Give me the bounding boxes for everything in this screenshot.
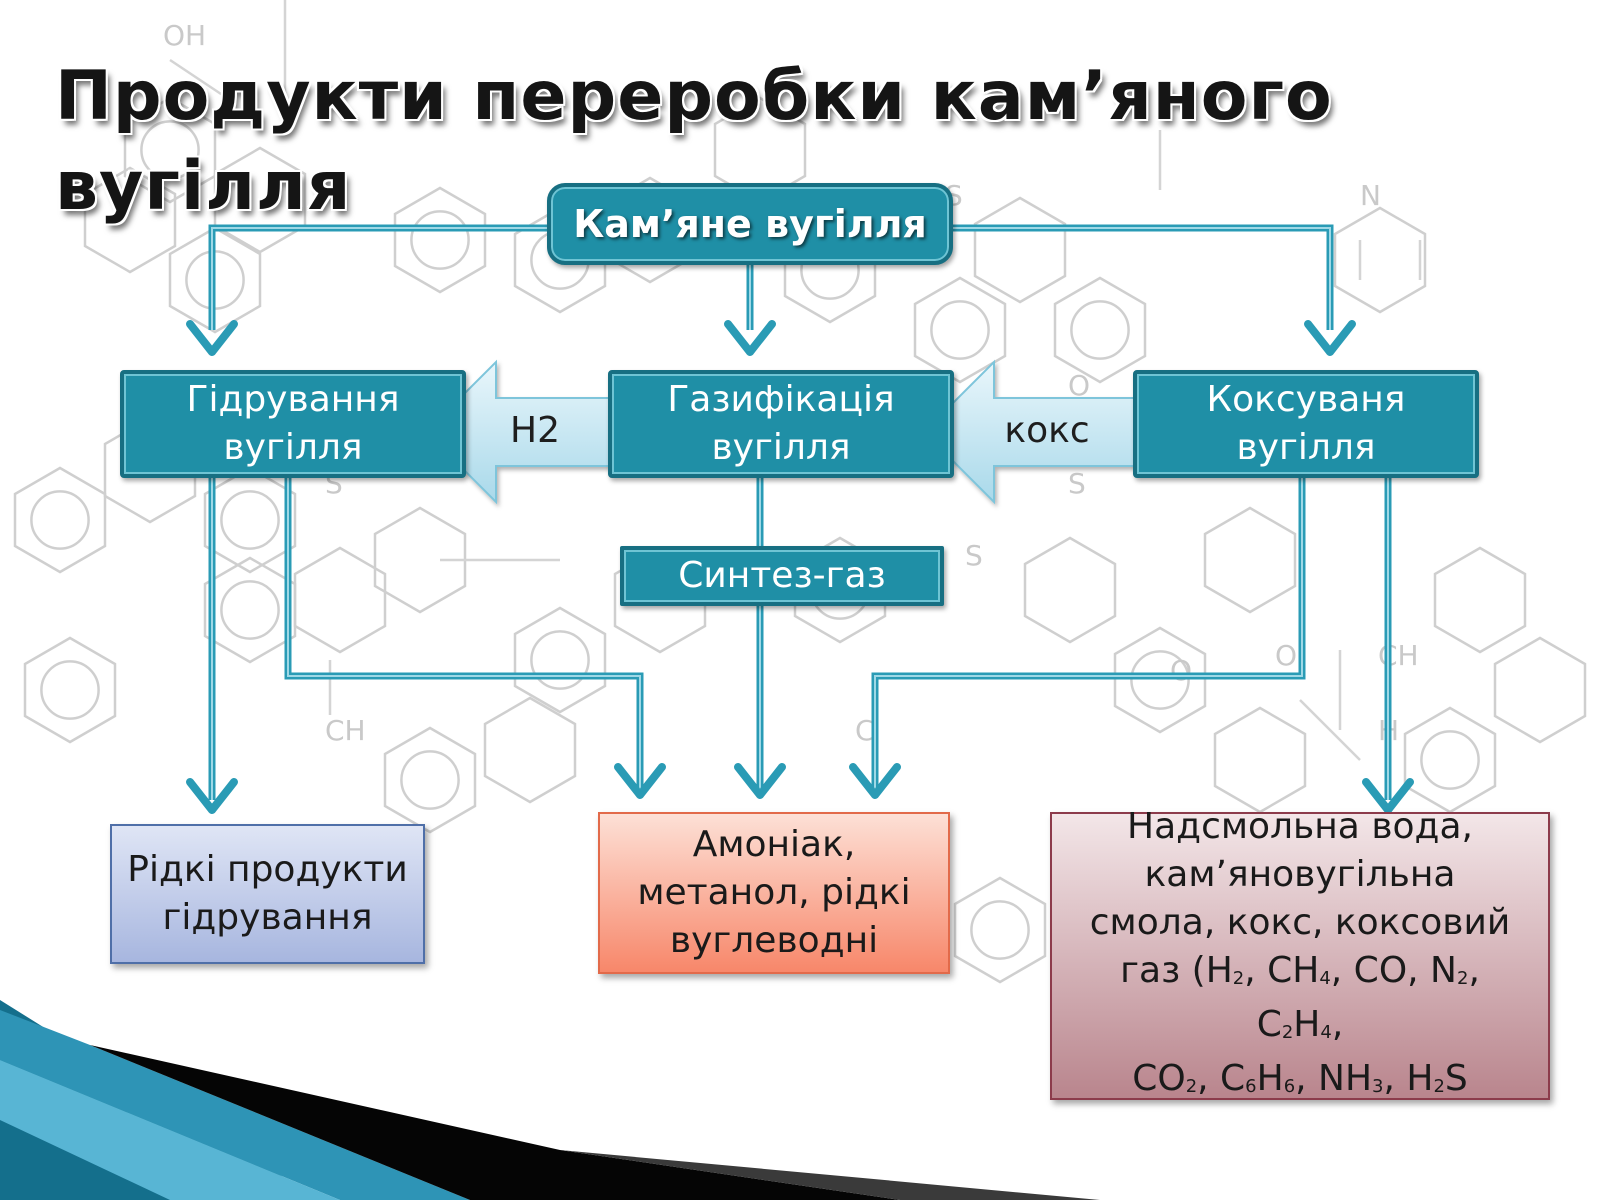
background-ring	[1070, 300, 1130, 360]
corner-decoration	[0, 1000, 1100, 1200]
connector-line	[871, 478, 1306, 788]
hydrogenation-products-text: Рідкі продукти гідрування	[127, 849, 408, 938]
connector-highlight	[874, 478, 1303, 788]
background-hexagon	[383, 726, 477, 834]
background-hexagon	[203, 556, 297, 664]
background-chem-label: S	[1068, 467, 1086, 500]
connector-line	[208, 224, 547, 330]
slide-title: Продукти переробки кам’яного вугілля	[55, 57, 1333, 226]
gasification-label: Газифікація вугілля	[667, 379, 895, 468]
background-ring	[220, 490, 280, 550]
background-chem-label: OH	[163, 19, 206, 52]
background-hexagon	[168, 226, 262, 334]
coke-label: кокс	[1004, 410, 1090, 451]
background-hexagon	[1203, 506, 1297, 614]
background-ring	[530, 630, 590, 690]
arrowhead	[186, 320, 238, 356]
background-chem-label: CH	[325, 714, 366, 747]
background-hexagon	[203, 466, 297, 574]
background-hexagon	[213, 146, 307, 254]
connector-highlight	[287, 478, 641, 788]
background-hexagon	[973, 196, 1067, 304]
connector-highlight	[953, 227, 1331, 330]
background-hexagon	[1333, 206, 1427, 314]
background-ring	[1130, 650, 1190, 710]
gasification-products-box: Амоніак, метанол, рідкі вуглеводні	[598, 812, 950, 974]
background-ring	[400, 750, 460, 810]
background-chem-label: C	[855, 714, 875, 747]
background-ring	[970, 900, 1030, 960]
background-hexagon	[123, 96, 217, 204]
background-ring	[410, 210, 470, 270]
background-hexagon	[483, 696, 577, 804]
coking-products-box: Надсмольна вода, кам’яновугільна смола, ко…	[1050, 806, 1550, 1100]
syngas-box: Синтез-газ	[620, 546, 944, 606]
background-hexagon	[1433, 546, 1527, 654]
coking-products-line: кам’яновугільна	[1144, 854, 1456, 895]
connector-line	[284, 478, 644, 788]
background-chem-label: O	[1275, 639, 1297, 672]
background-hexagon	[293, 546, 387, 654]
background-ring	[40, 660, 100, 720]
background-hexagon	[913, 276, 1007, 384]
hydrogenation-label: Гідрування вугілля	[186, 379, 400, 468]
background-hexagon	[1053, 276, 1147, 384]
background-hexagon	[373, 506, 467, 614]
background-hexagon	[953, 876, 1047, 984]
coking-products-line: смола, кокс, коксовий	[1089, 902, 1511, 943]
arrowhead	[186, 778, 238, 814]
coke-block-arrow	[922, 359, 1139, 505]
background-chem-label: S	[965, 539, 983, 572]
background-hexagon	[1493, 636, 1587, 744]
coking-products-line: газ (H2, CH4, CO, N2,	[1120, 950, 1480, 991]
connector-highlight	[211, 227, 547, 330]
background-ring	[220, 580, 280, 640]
background-ring	[30, 490, 90, 550]
coal-label: Кам’яне вугілля	[573, 202, 927, 246]
coal-box: Кам’яне вугілля	[547, 183, 953, 265]
hydrogenation-box: Гідрування вугілля	[120, 370, 466, 478]
background-ring	[1420, 730, 1480, 790]
background-hexagon	[1023, 536, 1117, 644]
arrowhead	[614, 763, 666, 799]
coking-products-line: Надсмольна вода,	[1127, 806, 1473, 847]
background-hexagon	[393, 186, 487, 294]
hydrogenation-products-box: Рідкі продукти гідрування	[110, 824, 425, 964]
coking-products-text: Надсмольна вода, кам’яновугільна смола, ко…	[1090, 803, 1510, 1109]
background-hexagon	[83, 166, 177, 274]
syngas-label: Синтез-газ	[678, 555, 886, 596]
gasification-box: Газифікація вугілля	[608, 370, 954, 478]
arrowhead	[734, 763, 786, 799]
coking-products-line: C2H4,	[1256, 1004, 1344, 1045]
connector-line	[953, 224, 1334, 330]
background-hexagon	[23, 636, 117, 744]
background-hexagon	[1113, 626, 1207, 734]
arrowhead	[1304, 320, 1356, 356]
background-hexagon	[513, 606, 607, 714]
background-chem-label: O	[1068, 369, 1090, 402]
background-ring	[140, 120, 200, 180]
background-ring	[930, 300, 990, 360]
coking-products-line: CO2, C6H6, NH3, H2S	[1132, 1058, 1468, 1099]
gasification-products-text: Амоніак, метанол, рідкі вуглеводні	[637, 824, 911, 961]
arrowhead	[724, 320, 776, 356]
h2-label: H2	[510, 410, 560, 451]
arrowhead	[849, 763, 901, 799]
background-chem-label: N	[1360, 179, 1381, 212]
coking-box: Коксуваня вугілля	[1133, 370, 1479, 478]
arrowhead	[1362, 778, 1414, 814]
coking-label: Коксуваня вугілля	[1206, 379, 1406, 468]
